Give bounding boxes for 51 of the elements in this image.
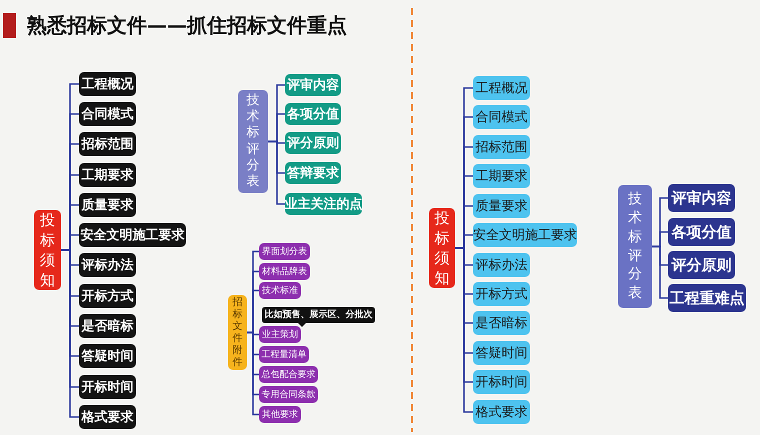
topic-box: 开标方式: [79, 284, 136, 308]
topic-box: 格式要求: [79, 405, 136, 429]
topic-box: 安全文明施工要求: [79, 223, 186, 247]
topic-box: 开标时间: [473, 370, 530, 394]
topic-box: 合同模式: [473, 105, 530, 129]
topic-box: 评标办法: [79, 253, 136, 277]
topic-box: 评分原则: [668, 251, 735, 279]
topic-box: 总包配合要求: [259, 366, 318, 383]
topic-box: 评分原则: [285, 132, 341, 154]
topic-box: 业主策划: [259, 326, 301, 343]
topic-box: 界面划分表: [259, 243, 310, 260]
topic-box: 答疑时间: [473, 341, 530, 365]
category-box: 技术标评分表: [618, 185, 652, 308]
topic-box: 是否暗标: [473, 311, 530, 335]
topic-box: 招标范围: [79, 132, 136, 156]
topic-box: 业主关注的点: [285, 193, 362, 215]
topic-box: 各项分值: [668, 218, 735, 246]
topic-box: 合同模式: [79, 102, 136, 126]
category-box: 招标文件附件: [228, 295, 247, 370]
topic-box: 工程概况: [79, 72, 136, 96]
topic-box: 技术标准: [259, 282, 301, 299]
topic-box: 招标范围: [473, 135, 530, 159]
topic-box: 材料品牌表: [259, 263, 310, 280]
category-box: 投标须知: [429, 208, 455, 288]
topic-box: 开标方式: [473, 282, 530, 306]
topic-box: 专用合同条款: [259, 386, 318, 403]
topic-box: 工期要求: [473, 164, 530, 188]
topic-box: 工程量清单: [259, 346, 309, 363]
tooltip-callout: 比如预售、展示区、分批次: [262, 307, 375, 327]
slide-title: 熟悉招标文件——抓住招标文件重点: [27, 12, 347, 38]
connector-line: [652, 246, 668, 299]
connector-line: [247, 332, 259, 416]
topic-box: 评审内容: [668, 184, 735, 212]
topic-box: 各项分值: [285, 103, 341, 125]
topic-box: 答辩要求: [285, 162, 341, 184]
connector-line: [268, 140, 285, 205]
topic-box: 质量要求: [79, 193, 136, 217]
topic-box: 安全文明施工要求: [473, 223, 577, 247]
topic-box: 工程概况: [473, 76, 530, 100]
topic-box: 是否暗标: [79, 314, 136, 338]
category-box: 技术标评分表: [238, 90, 268, 193]
topic-box: 工程重难点: [668, 284, 746, 312]
topic-box: 评审内容: [285, 74, 341, 96]
topic-box: 工期要求: [79, 163, 136, 187]
topic-box: 格式要求: [473, 400, 530, 424]
category-box: 投标须知: [34, 210, 61, 290]
topic-box: 质量要求: [473, 194, 530, 218]
topic-box: 评标办法: [473, 253, 530, 277]
topic-box: 答疑时间: [79, 344, 136, 368]
topic-box: 开标时间: [79, 375, 136, 399]
topic-box: 其他要求: [259, 406, 301, 423]
